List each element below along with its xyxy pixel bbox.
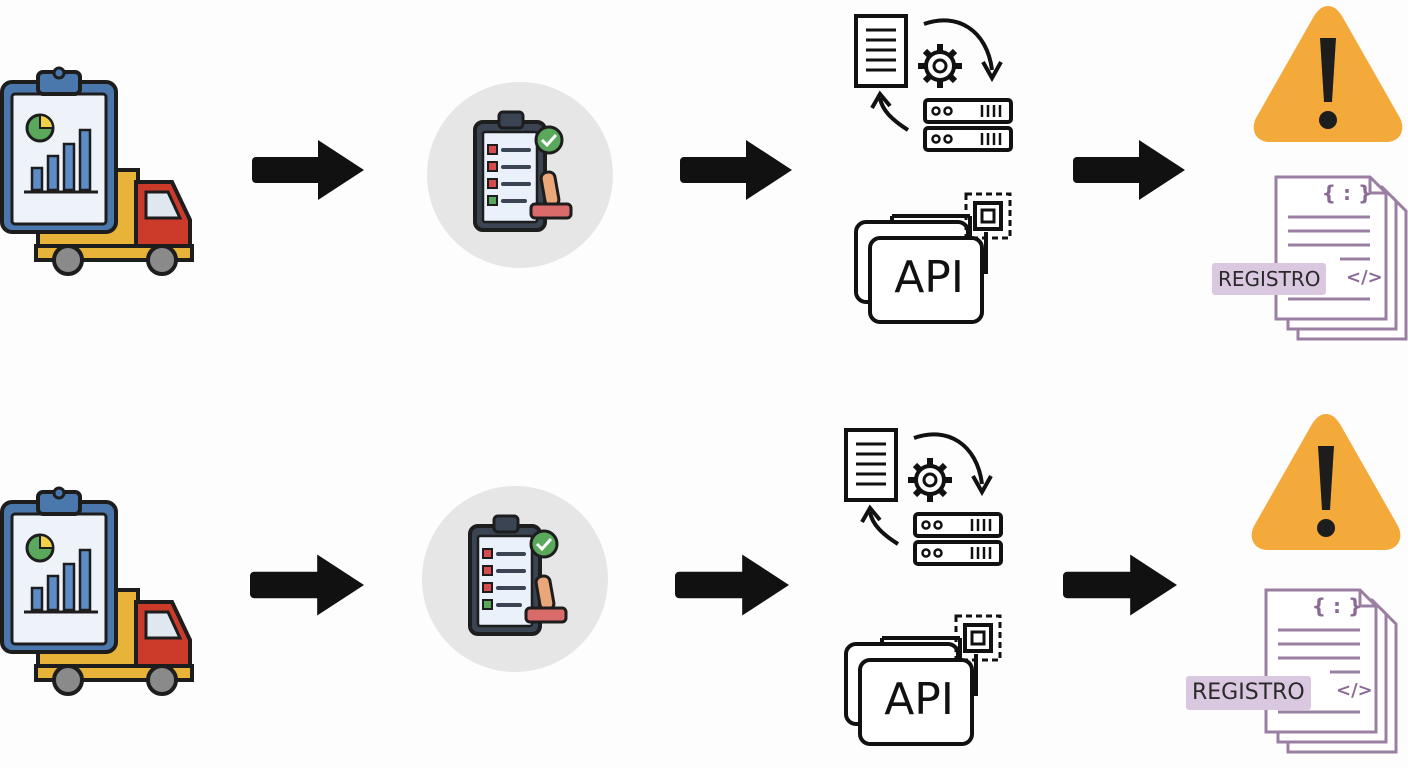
api-label: API (894, 252, 964, 303)
clipboard-chart-truck-icon (0, 60, 200, 280)
arrow-right-icon (1063, 554, 1177, 616)
api-cards-icon: API (852, 188, 1022, 328)
document-gear-server-sync-icon (842, 424, 1007, 569)
arrow-right-icon (250, 554, 364, 616)
code-tag-label: </> (1336, 680, 1373, 701)
arrow-right-icon (1073, 140, 1185, 200)
clipboard-chart-truck-icon (0, 480, 200, 700)
code-tag-label: </> (1346, 267, 1383, 288)
document-gear-server-sync-icon (852, 10, 1017, 155)
api-label: API (884, 674, 954, 725)
approval-checklist-icon (425, 80, 615, 270)
flow-row-2: API { : } REGISTRO </> (0, 384, 1408, 768)
code-brace-label: { : } (1311, 594, 1363, 618)
code-log-document-icon: { : } REGISTRO </> (1210, 175, 1408, 343)
api-cards-icon: API (842, 610, 1012, 750)
arrow-right-icon (675, 554, 789, 616)
code-log-document-icon: { : } REGISTRO </> (1186, 588, 1398, 756)
warning-icon (1248, 410, 1404, 552)
code-brace-label: { : } (1321, 181, 1373, 205)
approval-checklist-icon (420, 484, 610, 674)
flow-row-1: API { : } REGISTRO </> (0, 2, 1408, 343)
warning-icon (1250, 2, 1406, 144)
arrow-right-icon (252, 140, 364, 200)
log-badge: REGISTRO (1186, 676, 1311, 710)
log-badge: REGISTRO (1212, 263, 1327, 295)
arrow-right-icon (680, 140, 792, 200)
